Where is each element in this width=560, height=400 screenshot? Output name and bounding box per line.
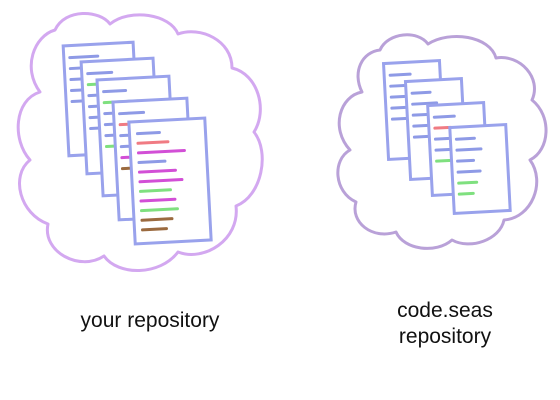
code-line xyxy=(456,169,482,174)
code-line xyxy=(457,180,479,185)
code-line xyxy=(412,134,430,139)
label-line: code.seas xyxy=(397,299,493,322)
code-line xyxy=(86,70,114,76)
document-stack-icon xyxy=(61,40,213,246)
code-line xyxy=(432,114,456,119)
document-page xyxy=(448,123,512,215)
label-line: repository xyxy=(398,325,492,348)
page-outline xyxy=(448,123,512,215)
document-stack-icon xyxy=(381,59,512,215)
document-page xyxy=(127,116,213,246)
code-line xyxy=(138,178,184,184)
code-line xyxy=(454,136,476,141)
code-line xyxy=(455,147,483,152)
code-line xyxy=(136,140,170,145)
code-line xyxy=(388,72,412,77)
cloud-icon xyxy=(336,33,548,250)
code-line xyxy=(389,83,409,88)
code-line xyxy=(137,168,177,174)
code-line xyxy=(140,207,179,213)
code-line xyxy=(102,88,128,94)
code-line xyxy=(457,191,475,196)
code-line xyxy=(390,105,408,110)
code-line xyxy=(411,112,431,117)
code-seas-repository-label: code.seas repository xyxy=(360,298,530,350)
code-line xyxy=(456,158,476,163)
code-line xyxy=(118,110,146,116)
cloud-icon xyxy=(16,11,264,272)
code-line xyxy=(139,188,172,193)
code-line xyxy=(410,90,432,95)
code-line xyxy=(433,125,453,130)
your-repository-label: your repository xyxy=(30,308,270,334)
code-line xyxy=(136,148,186,155)
label-line: your repository xyxy=(80,309,220,332)
code-line xyxy=(411,101,439,106)
code-line xyxy=(140,217,174,222)
code-line xyxy=(68,54,100,60)
code-line xyxy=(141,227,168,232)
code-line xyxy=(139,197,177,203)
code-line xyxy=(135,130,161,136)
code-line xyxy=(137,159,167,165)
